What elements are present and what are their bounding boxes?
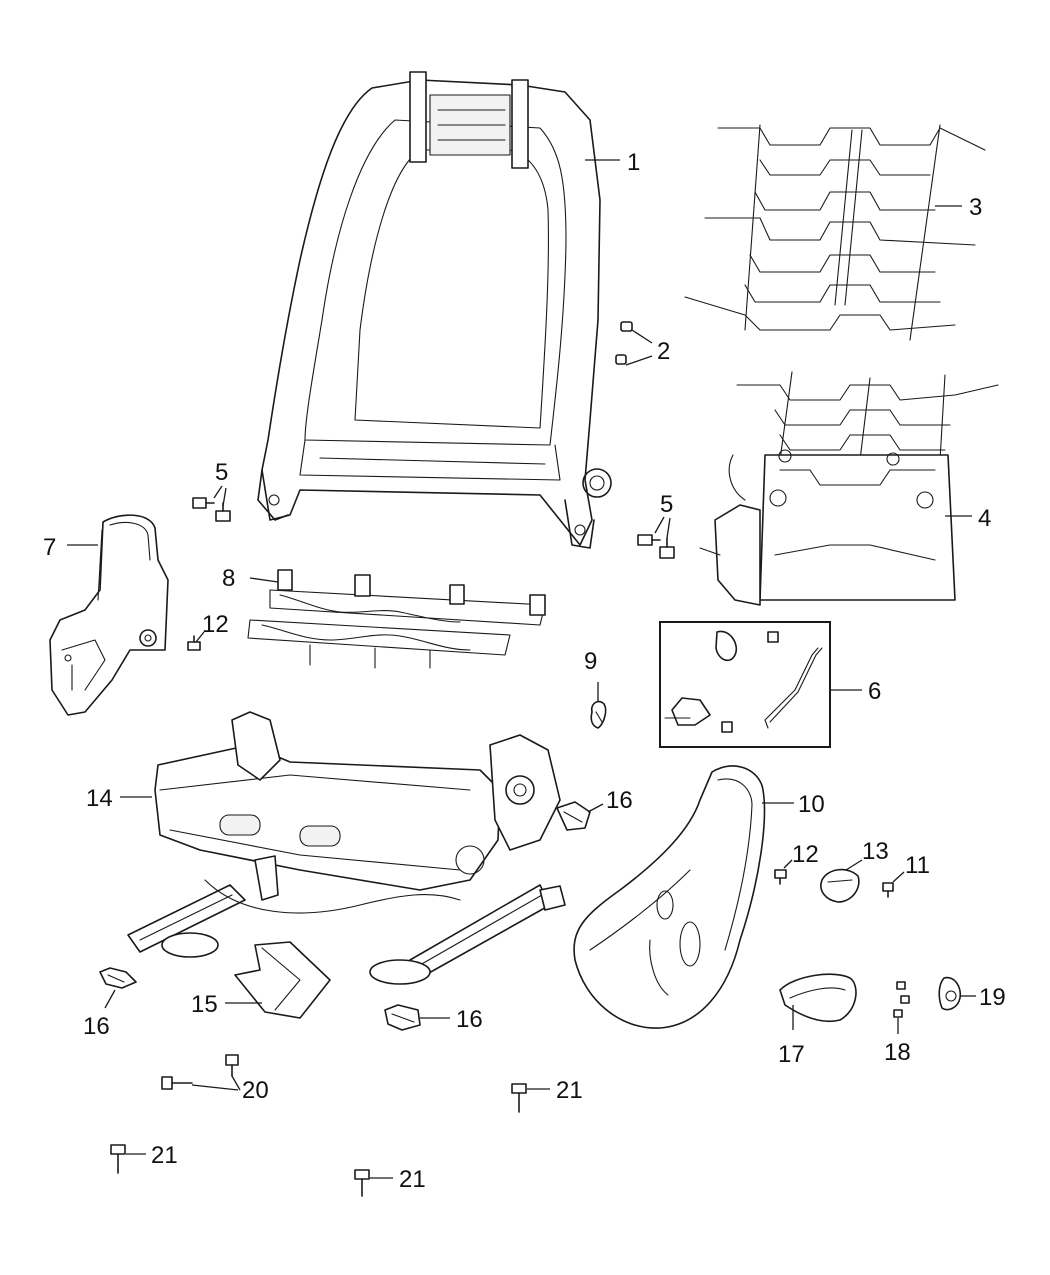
callout-21-a-label: 21	[556, 1077, 583, 1104]
callout-8-label: 7	[43, 534, 56, 561]
callout-11-label: 10	[798, 791, 825, 818]
callout-6-label: 6	[868, 678, 881, 705]
bolts-left	[192, 497, 231, 522]
callout-2-label: 2	[657, 338, 670, 365]
callout-5-right: 5	[654, 491, 673, 539]
callout-16-upper: 16	[587, 787, 633, 814]
seat-cushion-frame	[127, 711, 566, 985]
recliner-handle	[820, 868, 860, 903]
screw-left	[187, 635, 201, 651]
callout-17-label: 17	[778, 1041, 805, 1068]
screw-right	[774, 869, 787, 885]
callout-16-lower: 16	[420, 1006, 483, 1033]
nuts	[615, 321, 633, 365]
callout-11: 10	[762, 791, 825, 818]
callout-17: 17	[778, 1005, 805, 1068]
cushion-suspension	[247, 569, 546, 669]
callout-14: 14	[86, 785, 152, 812]
callout-5-left-label: 5	[215, 459, 228, 486]
callout-7: 11	[892, 852, 930, 883]
callout-18: 18	[884, 1018, 911, 1066]
lumbar-handle	[779, 973, 857, 1023]
callout-21-c: 21	[370, 1166, 426, 1193]
cushion-suspension-pan	[699, 371, 999, 606]
callout-8: 7	[43, 534, 98, 561]
callout-1: 1	[585, 149, 640, 176]
callout-6: 6	[830, 678, 881, 705]
hardware-kit	[659, 621, 831, 748]
callout-12-left: 12	[195, 611, 229, 643]
clip	[590, 700, 607, 729]
screw-7	[882, 882, 894, 898]
clip-16-lower	[384, 1004, 421, 1031]
bolts-right	[637, 534, 675, 559]
callout-4-label: 4	[978, 505, 991, 532]
callout-13-label: 13	[862, 838, 889, 865]
callout-10-label: 9	[584, 648, 597, 675]
callout-15-label: 15	[191, 991, 218, 1018]
callout-3: 3	[935, 194, 982, 221]
callout-16-upper-label: 16	[606, 787, 633, 814]
callout-5-right-label: 5	[660, 491, 673, 518]
callout-16-left: 16	[83, 989, 116, 1040]
seat-back-frame	[257, 71, 612, 549]
callout-18-label: 18	[884, 1039, 911, 1066]
bolt-21-c	[354, 1169, 370, 1197]
callout-20-label: 20	[242, 1077, 269, 1104]
screws-18	[893, 981, 910, 1018]
cap-19	[938, 976, 962, 1011]
trim-cover	[234, 941, 331, 1019]
callout-15: 15	[191, 991, 262, 1018]
callout-14-label: 14	[86, 785, 113, 812]
callout-12-right-label: 12	[792, 841, 819, 868]
callout-5-left: 5	[213, 459, 228, 507]
callout-10: 9	[584, 648, 599, 702]
callout-16-left-label: 16	[83, 1013, 110, 1040]
bolts-20	[161, 1054, 239, 1090]
callout-9-label: 8	[222, 565, 235, 592]
callout-16-lower-label: 16	[456, 1006, 483, 1033]
callout-3-label: 3	[969, 194, 982, 221]
side-shield-outer	[573, 765, 766, 1029]
callout-4: 4	[945, 505, 991, 532]
callout-21-a: 21	[527, 1077, 583, 1104]
callout-13: 13	[845, 838, 889, 871]
callout-12-left-label: 12	[202, 611, 229, 638]
bolt-21-b	[110, 1144, 126, 1174]
back-suspension-mat	[684, 124, 986, 341]
callout-21-b: 21	[126, 1142, 178, 1169]
callout-19: 19	[960, 984, 1006, 1011]
kit-box	[659, 621, 831, 748]
callout-21-b-label: 21	[151, 1142, 178, 1169]
clip-16-left	[99, 967, 137, 989]
callout-7-label: 11	[905, 852, 930, 879]
callout-21-c-label: 21	[399, 1166, 426, 1193]
side-shield-left	[49, 514, 169, 716]
bolt-21-a	[511, 1083, 527, 1113]
callout-12-right: 12	[783, 841, 819, 869]
callout-9: 8	[222, 565, 279, 592]
callout-20: 20	[191, 1075, 269, 1104]
clip-16-upper	[556, 801, 591, 831]
callout-1-label: 1	[627, 149, 640, 176]
callout-19-label: 19	[979, 984, 1006, 1011]
callout-2: 2	[625, 329, 670, 366]
